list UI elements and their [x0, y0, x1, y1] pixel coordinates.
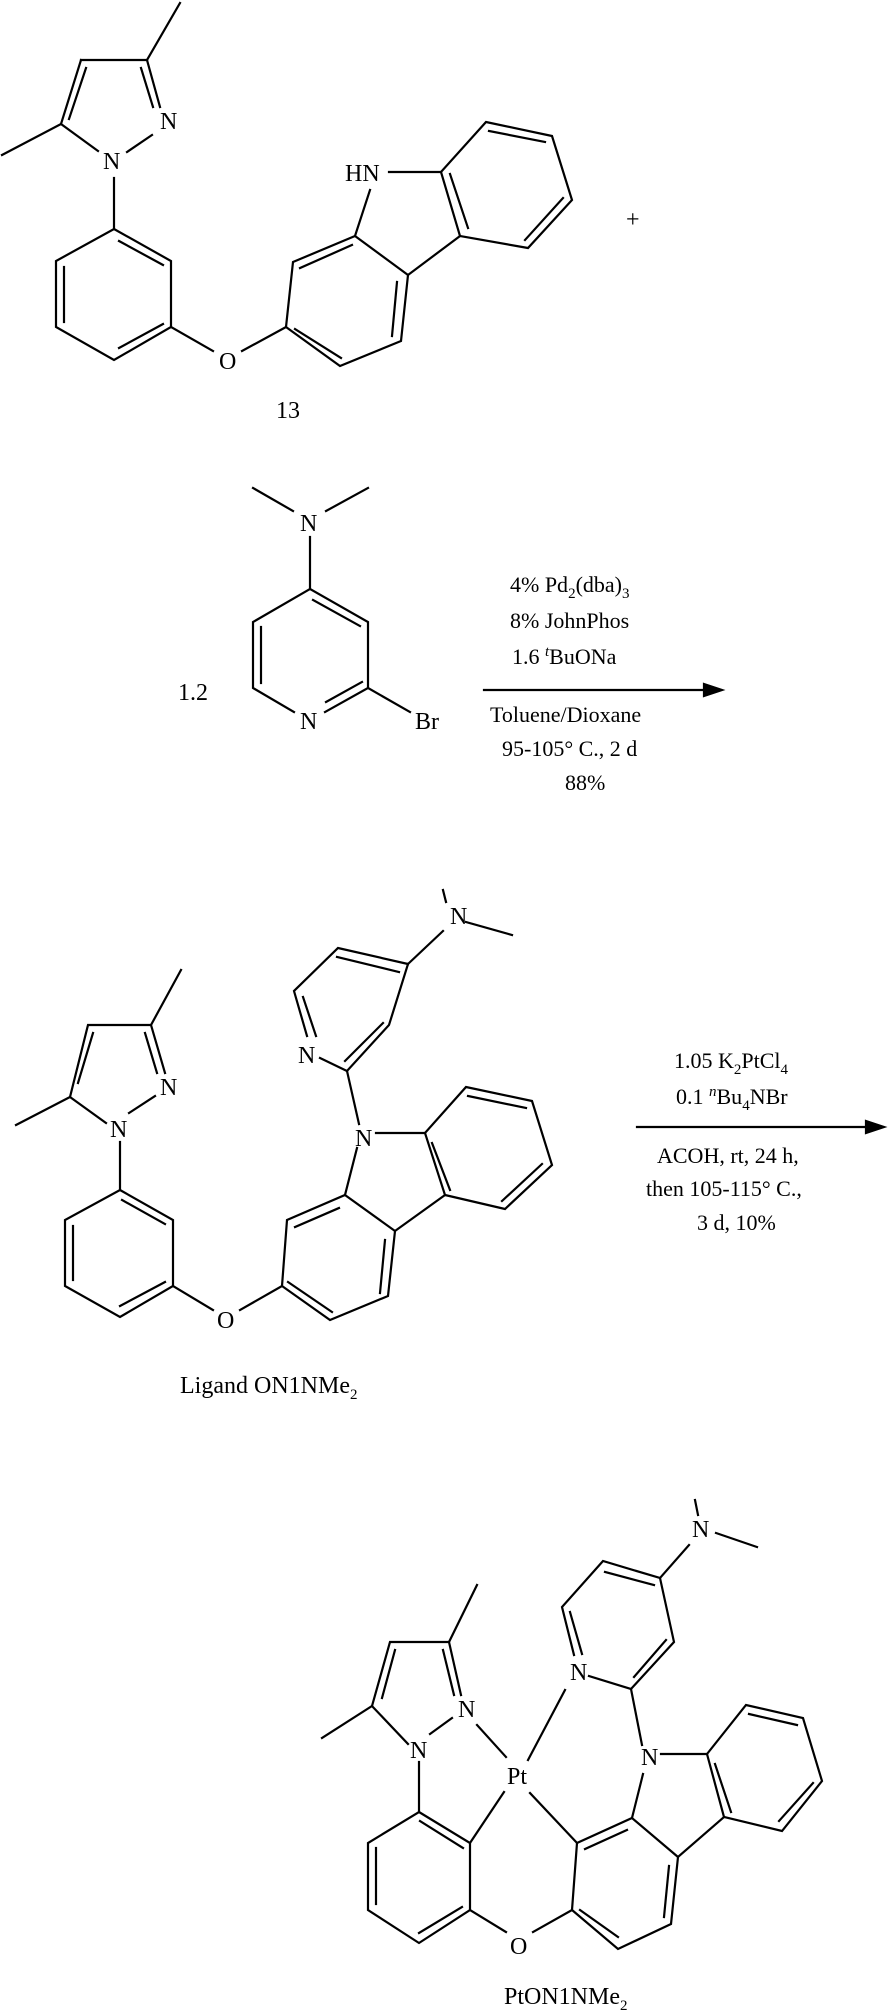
- atom-n: N: [103, 149, 120, 175]
- atom-nh: HN: [345, 161, 380, 187]
- atom-n-carbazole: N: [641, 1745, 658, 1771]
- step2-conditions: 1.05 K2PtCl4 0.1 nBu4NBr ACOH, rt, 24 h,…: [635, 1048, 888, 1235]
- step1-conditions: 4% Pd2(dba)3 8% JohnPhos 1.6 tBuONa Tolu…: [482, 572, 726, 795]
- atom-n: N: [160, 109, 177, 135]
- atom-pt: Pt: [507, 1764, 527, 1790]
- atom-br: Br: [415, 709, 439, 735]
- platinum-salt-line: 1.05 K2PtCl4: [674, 1048, 789, 1078]
- solvent-line: Toluene/Dioxane: [490, 702, 641, 727]
- atom-n-pyridine: N: [298, 1043, 315, 1069]
- atom-n-pyrazole: N: [110, 1117, 127, 1143]
- compound-label-13: 13: [276, 398, 300, 424]
- ligand-line: 8% JohnPhos: [510, 608, 629, 633]
- reagent-bromopyridine: N N Br 1.2: [178, 486, 439, 735]
- atom-n-pyrazole: N: [410, 1738, 427, 1764]
- atom-n-dimethylamino: N: [692, 1517, 709, 1543]
- atom-o: O: [217, 1308, 234, 1334]
- atom-n-pyrazole: N: [160, 1075, 177, 1101]
- atom-n-dimethylamino: N: [450, 904, 467, 930]
- atom-o: O: [219, 349, 236, 375]
- plus-sign: +: [626, 207, 640, 233]
- atom-n-pyridine: N: [570, 1660, 587, 1686]
- equiv-label: 1.2: [178, 680, 208, 706]
- atom-n-pyridine: N: [300, 709, 317, 735]
- ligand-structure: N N N N N O Ligand ON1NMe2: [14, 888, 554, 1403]
- additive-line: 0.1 nBu4NBr: [676, 1084, 788, 1114]
- product-structure: N N N N N Pt O PtON1NMe2: [320, 1498, 824, 2011]
- compound-13: N N HN O 13: [0, 1, 574, 424]
- base-line: 1.6 tBuONa: [512, 644, 617, 669]
- solvent-time-line: ACOH, rt, 24 h,: [657, 1143, 799, 1168]
- yield-line: 88%: [565, 770, 605, 795]
- ligand-label: Ligand ON1NMe2: [180, 1373, 357, 1403]
- atom-n-dimethylamino: N: [300, 511, 317, 537]
- atom-n-pyrazole: N: [458, 1697, 475, 1723]
- time-yield-line: 3 d, 10%: [697, 1210, 776, 1235]
- atom-n-carbazole: N: [355, 1126, 372, 1152]
- heating-line: then 105-115° C.,: [646, 1176, 802, 1201]
- product-label: PtON1NMe2: [504, 1984, 628, 2011]
- temp-line: 95-105° C., 2 d: [502, 736, 637, 761]
- atom-o: O: [510, 1934, 527, 1960]
- catalyst-line: 4% Pd2(dba)3: [510, 572, 629, 602]
